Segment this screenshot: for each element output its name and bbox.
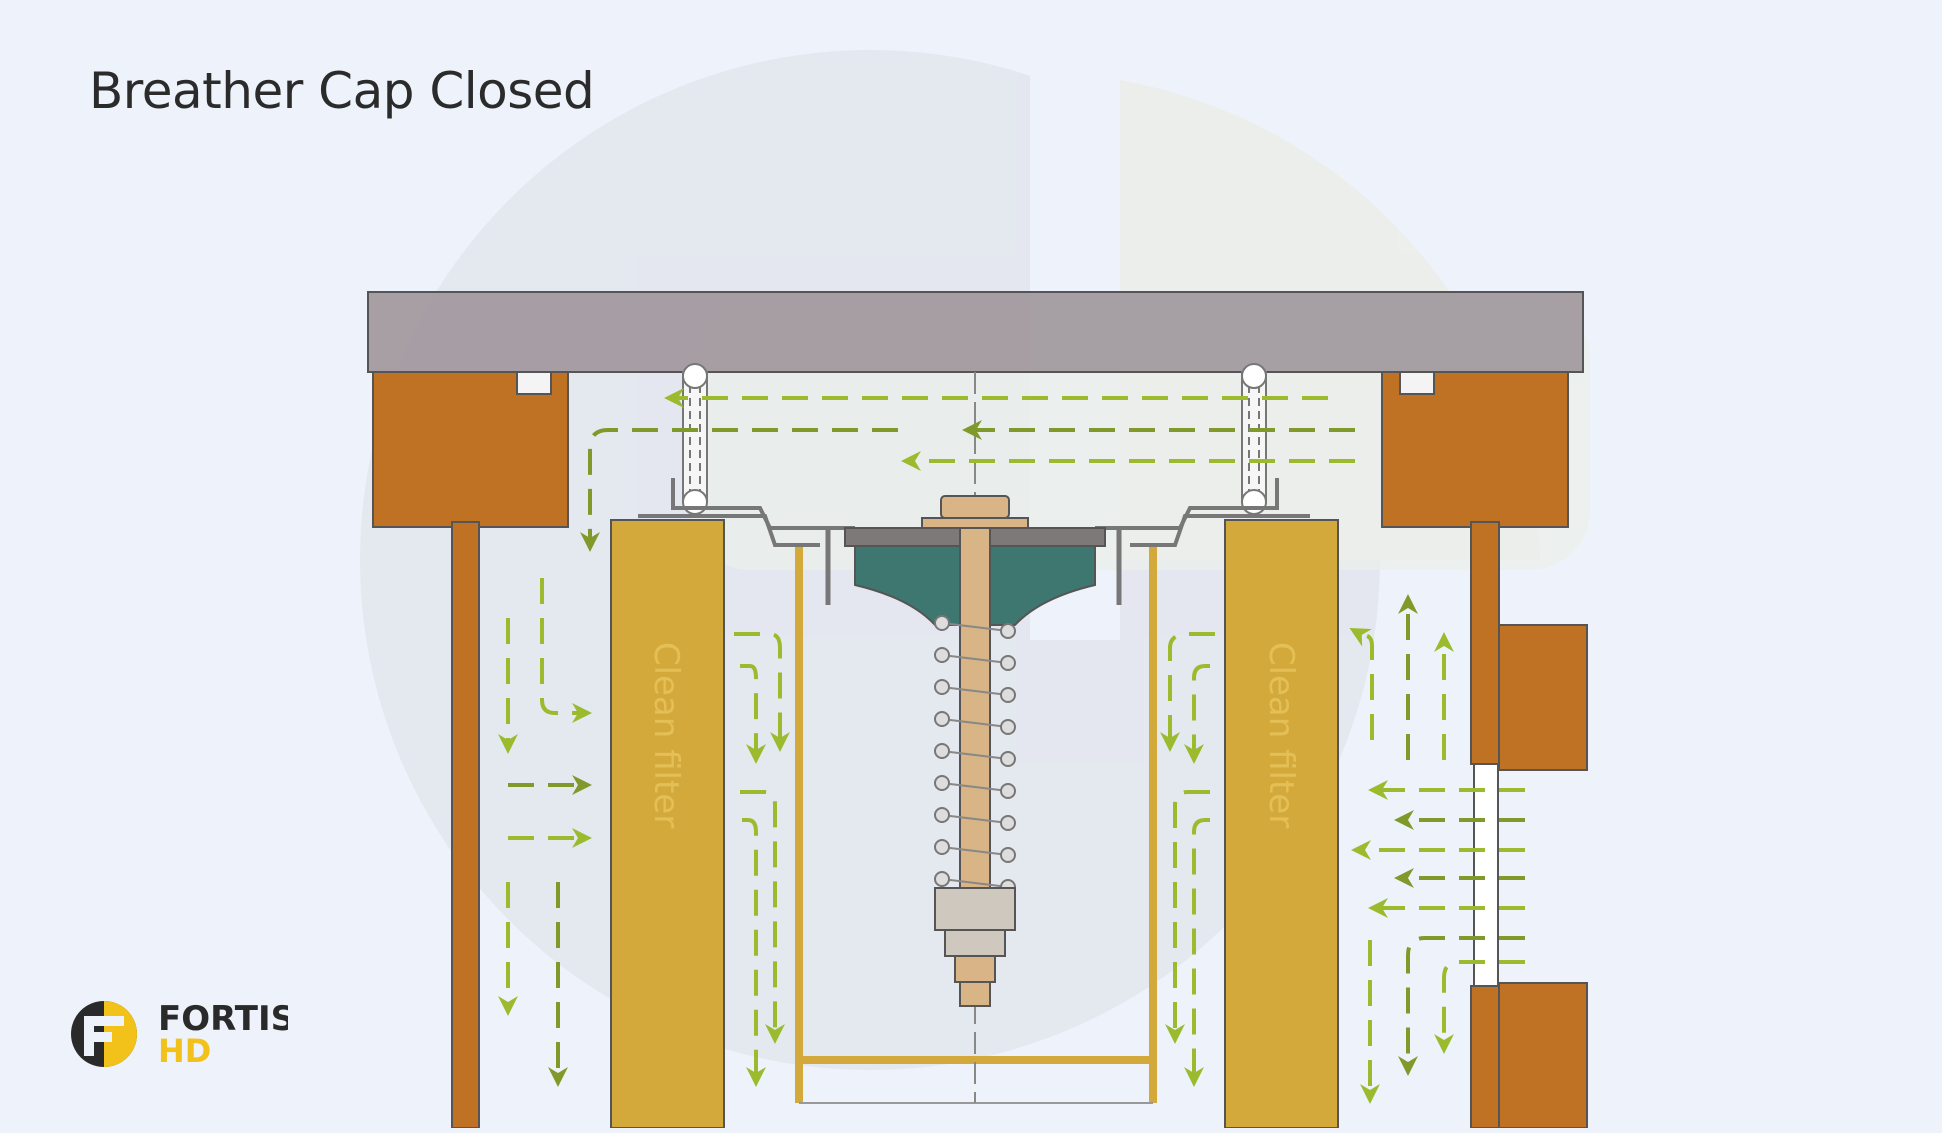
housing-left-upper	[372, 371, 569, 528]
valve-bracket	[638, 478, 1310, 547]
air-flow-arrow	[1349, 628, 1374, 740]
logo-word-fortis: FORTIS	[158, 999, 288, 1039]
housing-right-wall-upper	[1470, 521, 1500, 765]
air-flow-arrow	[540, 578, 592, 723]
air-flow-arrow	[734, 632, 790, 752]
air-flow-arrow	[740, 790, 785, 1044]
filter-right-label: Clean filter	[1261, 642, 1301, 828]
housing-right-wall-lower	[1470, 985, 1500, 1129]
air-flow-arrow	[740, 664, 766, 764]
air-flow-arrow	[1165, 790, 1210, 1044]
air-flow-arrow	[1184, 664, 1210, 764]
air-flow-arrow	[1184, 818, 1210, 1087]
inner-cage	[795, 545, 1157, 1103]
air-flow-arrows	[498, 388, 1525, 1104]
air-flow-arrow	[1398, 936, 1525, 1076]
filter-right	[1224, 519, 1339, 1129]
fortis-logo: FORTIS HD	[71, 999, 288, 1068]
housing-right-port-upper	[1498, 624, 1588, 771]
housing-left-wall	[451, 521, 480, 1129]
logo-word-hd: HD	[158, 1032, 211, 1068]
fortis-logo-icon	[71, 1001, 137, 1067]
valve-spring	[934, 615, 1016, 895]
breather-cap	[367, 291, 1584, 373]
housing-right-upper	[1381, 371, 1569, 528]
air-flow-arrow	[1160, 632, 1215, 752]
filter-left	[610, 519, 725, 1129]
housing-right-port-lower	[1498, 982, 1588, 1129]
air-flow-arrow	[742, 818, 766, 1087]
air-flow-arrow	[1434, 960, 1525, 1054]
page-title: Breather Cap Closed	[89, 62, 595, 120]
air-flow-arrow	[580, 428, 898, 552]
filter-left-label: Clean filter	[646, 642, 686, 828]
